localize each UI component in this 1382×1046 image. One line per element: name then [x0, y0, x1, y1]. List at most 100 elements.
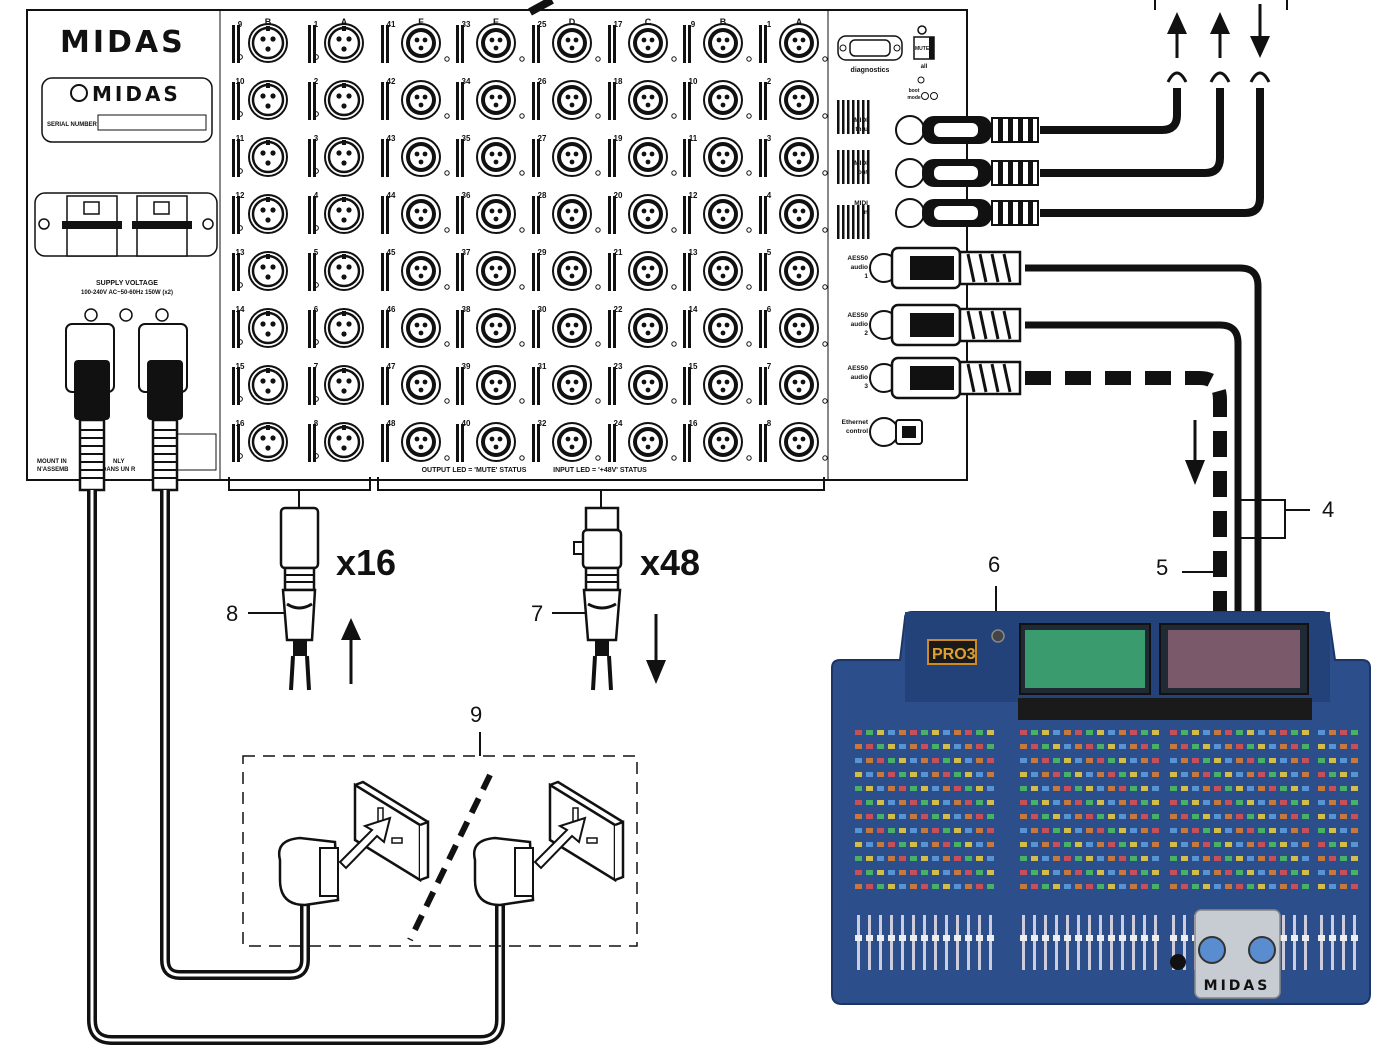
- xlr-output-socket: [249, 24, 287, 62]
- midi-cable-ends: [1168, 73, 1269, 82]
- xlr-input-socket: [629, 24, 667, 62]
- midi-cables: [1040, 88, 1260, 213]
- xlr-output-socket: [249, 138, 287, 176]
- socket-number: 32: [538, 419, 547, 428]
- socket-number: 8: [767, 419, 772, 428]
- port-label: MIDI: [854, 117, 868, 124]
- xlr-input-socket: [477, 24, 515, 62]
- port-label: audio: [851, 374, 868, 381]
- xlr-output-socket: [325, 195, 363, 233]
- socket-number: 1: [314, 20, 319, 29]
- socket-number: 15: [689, 362, 698, 371]
- xlr-output-socket: [249, 252, 287, 290]
- socket-number: 22: [614, 305, 623, 314]
- socket-number: 11: [236, 134, 245, 143]
- boot-mode-label: mode: [907, 95, 921, 101]
- xlr-input-socket: [629, 252, 667, 290]
- xlr-output-socket: [249, 309, 287, 347]
- console-logo: MIDAS: [1204, 978, 1271, 994]
- xlr-input-socket: [402, 138, 440, 176]
- mount-note-1b: NLY: [113, 459, 124, 465]
- socket-number: 38: [462, 305, 471, 314]
- xlr-input-socket: [704, 309, 742, 347]
- socket-number: 16: [236, 419, 245, 428]
- xlr-input-socket: [780, 252, 818, 290]
- xlr-output-socket: [325, 366, 363, 404]
- socket-number: 3: [314, 134, 319, 143]
- socket-number: 13: [689, 248, 698, 257]
- callout-5: 5: [1156, 555, 1168, 580]
- xlr-output-socket: [249, 366, 287, 404]
- socket-number: 33: [462, 20, 471, 29]
- socket-number: 7: [767, 362, 772, 371]
- console-badge: PRO3: [932, 646, 976, 663]
- socket-number: 11: [689, 134, 698, 143]
- socket-number: 10: [236, 77, 245, 86]
- xlr-output-socket: [325, 81, 363, 119]
- socket-number: 35: [462, 134, 471, 143]
- diagnostics-label: diagnostics: [851, 67, 890, 74]
- socket-number: 7: [314, 362, 319, 371]
- xlr-input-socket: [477, 366, 515, 404]
- socket-number: 6: [767, 305, 772, 314]
- socket-number: 13: [236, 248, 245, 257]
- xlr-input-socket: [477, 423, 515, 461]
- callout-4: 4: [1322, 497, 1334, 522]
- socket-number: 36: [462, 191, 471, 200]
- socket-number: 18: [614, 77, 623, 86]
- xlr-input-socket: [402, 366, 440, 404]
- down-arrow-icon: [1185, 420, 1205, 485]
- xlr-input-socket: [704, 366, 742, 404]
- port-label: 2: [864, 330, 868, 337]
- xlr-input-socket: [477, 195, 515, 233]
- xlr-male-plug-icon: [281, 508, 318, 690]
- socket-number: 34: [462, 77, 471, 86]
- socket-number: 12: [236, 191, 245, 200]
- socket-number: 39: [462, 362, 471, 371]
- socket-number: 48: [387, 419, 396, 428]
- xlr-input-socket: [402, 195, 440, 233]
- xlr-input-socket: [477, 252, 515, 290]
- xlr-input-socket: [553, 195, 591, 233]
- socket-number: 37: [462, 248, 471, 257]
- socket-number: 9: [238, 20, 243, 29]
- serial-plate-logo: MIDAS: [92, 82, 181, 106]
- mount-note-2b: DANS UN R: [102, 467, 136, 473]
- xlr-female-plug-icon: [574, 508, 621, 690]
- socket-number: 30: [538, 305, 547, 314]
- mute-all-label: all: [921, 64, 928, 70]
- socket-number: 28: [538, 191, 547, 200]
- xlr-input-socket: [402, 423, 440, 461]
- socket-number: 2: [767, 77, 772, 86]
- down-arrow-icon: [646, 614, 666, 684]
- socket-number: 19: [614, 134, 623, 143]
- socket-number: 4: [767, 191, 772, 200]
- xlr-input-socket: [477, 138, 515, 176]
- port-label: AES50: [847, 255, 868, 262]
- socket-number: 29: [538, 248, 547, 257]
- wall-socket-icon: [279, 782, 428, 905]
- xlr-output-socket: [325, 309, 363, 347]
- xlr-output-socket: [325, 24, 363, 62]
- socket-number: 14: [236, 305, 245, 314]
- serial-plate: MIDAS SERIAL NUMBER: [42, 78, 212, 142]
- callout-8: 8: [226, 601, 238, 626]
- xlr-input-socket: [629, 309, 667, 347]
- socket-number: 43: [387, 134, 396, 143]
- port-label: AES50: [847, 312, 868, 319]
- callout-9: 9: [470, 702, 482, 727]
- callout-7: 7: [531, 601, 543, 626]
- port-label: Ethernet: [842, 419, 869, 426]
- xlr-input-socket: [704, 423, 742, 461]
- socket-number: 3: [767, 134, 772, 143]
- xlr-output-socket: [249, 81, 287, 119]
- mount-note-1: MOUNT IN: [37, 459, 67, 465]
- xlr-input-socket: [780, 138, 818, 176]
- socket-number: 42: [387, 77, 396, 86]
- socket-number: 16: [689, 419, 698, 428]
- xlr-output-socket: [249, 423, 287, 461]
- port-label: audio: [851, 321, 868, 328]
- socket-number: 41: [387, 20, 396, 29]
- output-count-label: x16: [336, 542, 396, 583]
- socket-number: 26: [538, 77, 547, 86]
